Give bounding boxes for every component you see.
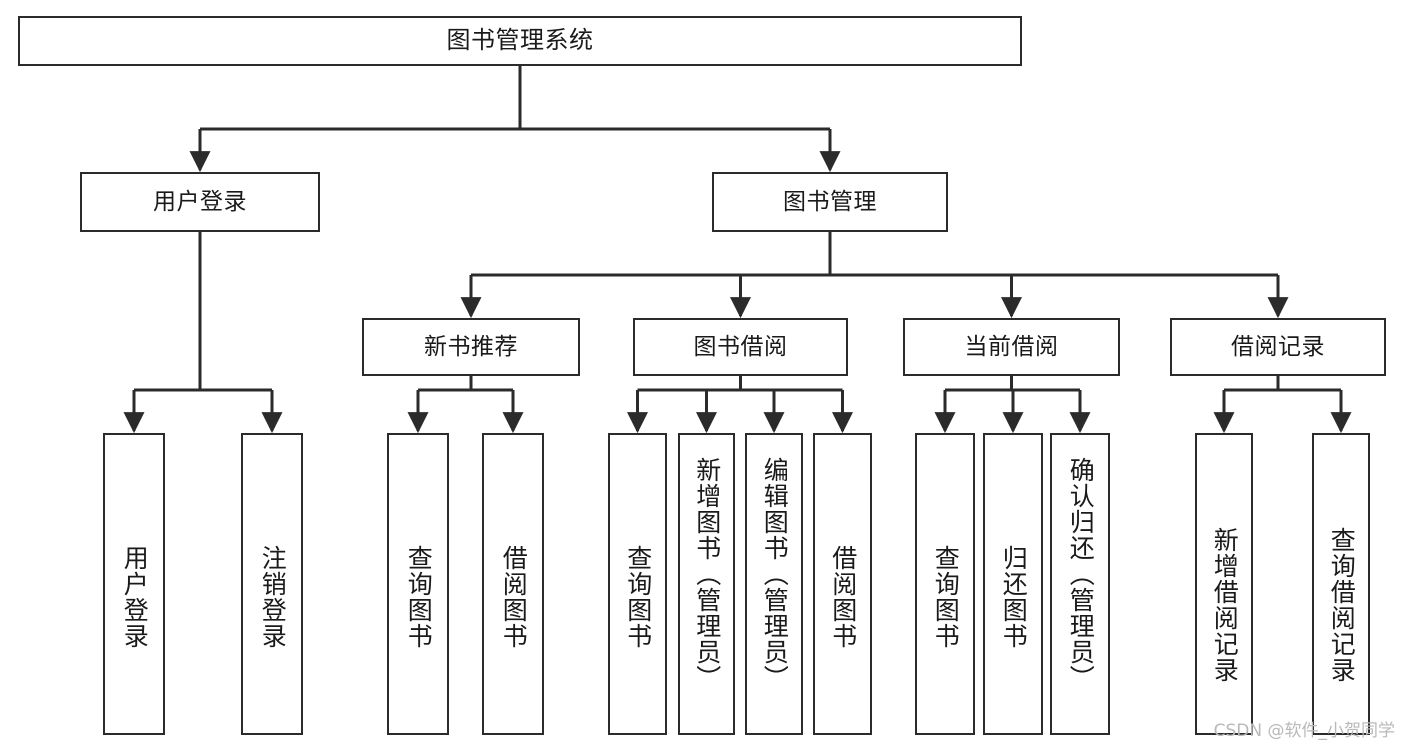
node-leaf-edit-book[interactable]: 编辑图书（管理员）	[745, 433, 803, 735]
node-label: 借阅图书	[499, 545, 529, 649]
node-label: 确认归还（管理员）	[1066, 457, 1096, 691]
node-label: 查询借阅记录	[1327, 527, 1357, 683]
node-leaf-query-record[interactable]: 查询借阅记录	[1312, 433, 1370, 735]
node-label: 编辑图书（管理员）	[760, 457, 790, 691]
node-leaf-query-book-1[interactable]: 查询图书	[387, 433, 449, 735]
node-label: 查询图书	[931, 545, 961, 649]
node-leaf-user-login[interactable]: 用户登录	[103, 433, 165, 735]
node-label: 借阅记录	[1231, 333, 1325, 360]
node-leaf-borrow-book-1[interactable]: 借阅图书	[482, 433, 544, 735]
node-leaf-user-logout[interactable]: 注销登录	[241, 433, 303, 735]
node-label: 图书借阅	[693, 333, 788, 360]
node-leaf-query-book-3[interactable]: 查询图书	[915, 433, 975, 735]
node-label: 新书推荐	[424, 333, 518, 360]
node-book-borrow[interactable]: 图书借阅	[633, 318, 848, 376]
node-root[interactable]: 图书管理系统	[18, 16, 1022, 66]
node-leaf-return-book[interactable]: 归还图书	[983, 433, 1043, 735]
node-label: 归还图书	[999, 545, 1029, 649]
node-label: 图书管理	[783, 188, 877, 215]
node-leaf-add-record[interactable]: 新增借阅记录	[1195, 433, 1253, 735]
node-label: 查询图书	[404, 545, 434, 649]
watermark-text: CSDN @软件_小贺同学	[1213, 721, 1395, 741]
node-leaf-add-book[interactable]: 新增图书（管理员）	[678, 433, 735, 735]
node-label: 当前借阅	[964, 333, 1059, 360]
node-book-manage[interactable]: 图书管理	[712, 172, 948, 232]
node-label: 新增借阅记录	[1210, 527, 1240, 683]
node-leaf-query-book-2[interactable]: 查询图书	[608, 433, 667, 735]
node-leaf-confirm-ret[interactable]: 确认归还（管理员）	[1050, 433, 1110, 735]
node-label: 用户登录	[153, 188, 247, 215]
node-label: 图书管理系统	[446, 26, 594, 55]
node-leaf-borrow-book-2[interactable]: 借阅图书	[813, 433, 872, 735]
node-label: 借阅图书	[828, 545, 858, 649]
node-label: 查询图书	[623, 545, 653, 649]
node-new-book-rec[interactable]: 新书推荐	[362, 318, 580, 376]
node-label: 用户登录	[120, 545, 150, 649]
node-label: 新增图书（管理员）	[692, 457, 722, 691]
node-label: 注销登录	[258, 545, 288, 649]
node-current-borrow[interactable]: 当前借阅	[903, 318, 1120, 376]
node-borrow-record[interactable]: 借阅记录	[1170, 318, 1386, 376]
node-user-login[interactable]: 用户登录	[80, 172, 320, 232]
